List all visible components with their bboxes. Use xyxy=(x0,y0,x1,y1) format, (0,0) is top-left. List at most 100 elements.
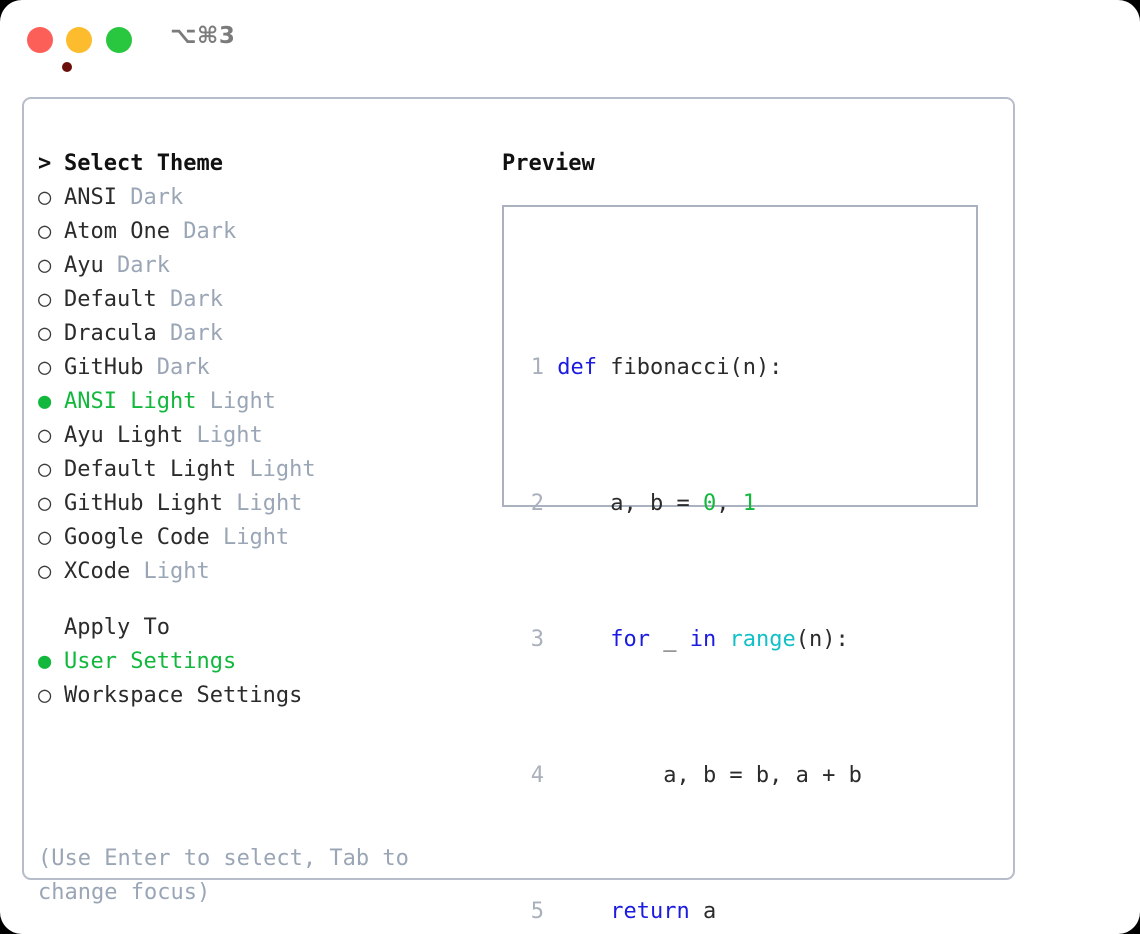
theme-picker-heading: > Select Theme xyxy=(38,147,498,181)
theme-variant-label: Dark xyxy=(130,185,184,210)
code-line: 4 a, b = b, a + b xyxy=(518,759,888,793)
theme-name: Default xyxy=(64,287,157,312)
theme-name: Atom One xyxy=(64,219,170,244)
theme-option-github-dark[interactable]: ○ GitHub Dark xyxy=(38,351,498,385)
theme-name: Ayu Light xyxy=(64,423,184,448)
code-line: 5 return a xyxy=(518,895,888,929)
apply-to-heading: Apply To xyxy=(38,611,498,645)
code-token: 0 xyxy=(702,491,717,516)
code-token: in xyxy=(689,627,717,652)
theme-variant-label: Dark xyxy=(183,219,237,244)
radio-selected-icon: ● xyxy=(38,389,65,414)
theme-option-ayu-light[interactable]: ○ Ayu Light Light xyxy=(38,419,498,453)
theme-option-xcode-light[interactable]: ○ XCode Light xyxy=(38,555,498,589)
apply-to-option-label: Workspace Settings xyxy=(64,683,303,708)
line-number: 5 xyxy=(530,899,544,924)
preview-box: 1 def fibonacci(n): 2 a, b = 0, 1 3 for … xyxy=(502,205,978,924)
code-token: def xyxy=(557,355,597,380)
theme-name: Dracula xyxy=(64,321,157,346)
theme-variant-label: Dark xyxy=(169,321,223,346)
code-token xyxy=(557,627,610,652)
theme-name: Default Light xyxy=(64,457,237,482)
code-line: 3 for _ in range(n): xyxy=(518,623,888,657)
recording-indicator-icon xyxy=(62,62,72,72)
close-button[interactable] xyxy=(27,27,72,72)
theme-option-default-light[interactable]: ○ Default Light Light xyxy=(38,453,498,487)
theme-variant-label: Light xyxy=(249,457,316,482)
theme-option-ansi-light[interactable]: ● ANSI Light Light xyxy=(38,385,498,419)
line-number: 2 xyxy=(530,491,544,516)
theme-option-ansi-dark[interactable]: ○ ANSI Dark xyxy=(38,181,498,215)
code-token xyxy=(716,627,729,652)
code-token: a, b = b, a + b xyxy=(557,763,862,788)
code-line: 2 a, b = 0, 1 xyxy=(518,487,888,521)
theme-option-google-code[interactable]: ○ Google Code Light xyxy=(38,521,498,555)
radio-unselected-icon: ○ xyxy=(38,321,65,346)
code-token: a, b = xyxy=(557,491,703,516)
theme-name: GitHub Light xyxy=(64,491,223,516)
theme-variant-label: Dark xyxy=(169,287,223,312)
theme-option-default-dark[interactable]: ○ Default Dark xyxy=(38,283,498,317)
theme-name: XCode xyxy=(64,559,131,584)
theme-name: Ayu xyxy=(64,253,104,278)
minimize-button[interactable] xyxy=(66,27,92,53)
theme-name: ANSI xyxy=(64,185,117,210)
code-token: 1 xyxy=(742,491,756,516)
preview-heading: Preview xyxy=(502,151,595,176)
radio-unselected-icon: ○ xyxy=(38,219,65,244)
radio-unselected-icon: ○ xyxy=(38,491,65,516)
section-spacer xyxy=(38,589,498,611)
line-number: 4 xyxy=(530,763,544,788)
theme-name: ANSI Light xyxy=(64,389,197,414)
radio-unselected-icon: ○ xyxy=(38,525,65,550)
theme-variant-label: Light xyxy=(196,423,263,448)
theme-name: Google Code xyxy=(64,525,210,550)
radio-unselected-icon: ○ xyxy=(38,683,65,708)
code-token: range xyxy=(729,627,796,652)
theme-variant-label: Dark xyxy=(156,355,210,380)
maximize-button[interactable] xyxy=(106,27,132,53)
keyboard-hint-text: (Use Enter to select, Tab to change focu… xyxy=(38,846,423,905)
radio-unselected-icon: ○ xyxy=(38,457,65,482)
theme-picker-column: > Select Theme ○ ANSI Dark ○ Atom One Da… xyxy=(38,147,498,713)
apply-to-option-user-settings[interactable]: ● User Settings xyxy=(38,645,498,679)
line-number: 3 xyxy=(530,627,544,652)
theme-variant-label: Light xyxy=(236,491,303,516)
apply-to-label: Apply To xyxy=(64,615,170,640)
code-token: return xyxy=(610,899,690,924)
theme-name: GitHub xyxy=(64,355,144,380)
theme-option-ayu-dark[interactable]: ○ Ayu Dark xyxy=(38,249,498,283)
code-sample: 1 def fibonacci(n): 2 a, b = 0, 1 3 for … xyxy=(518,249,888,934)
theme-variant-label: Dark xyxy=(117,253,170,278)
apply-to-option-workspace-settings[interactable]: ○ Workspace Settings xyxy=(38,679,498,713)
code-token: fibonacci(n): xyxy=(597,355,783,380)
radio-unselected-icon: ○ xyxy=(38,423,65,448)
window-titlebar: ⌥⌘3 xyxy=(0,0,1140,78)
theme-variant xyxy=(117,185,130,210)
radio-unselected-icon: ○ xyxy=(38,185,65,210)
preview-column: Preview 1 def fibonacci(n): 2 a, b = 0, … xyxy=(502,147,1002,924)
radio-selected-icon: ● xyxy=(38,649,65,674)
code-line: 1 def fibonacci(n): xyxy=(518,351,888,385)
radio-unselected-icon: ○ xyxy=(38,355,65,380)
code-token: a xyxy=(689,899,717,924)
theme-variant-label: Light xyxy=(222,525,290,550)
theme-variant-label: Light xyxy=(209,389,276,414)
code-token: , xyxy=(716,491,743,516)
line-number: 1 xyxy=(530,355,544,380)
radio-unselected-icon: ○ xyxy=(38,253,65,278)
page-title: Select Theme xyxy=(64,151,223,176)
radio-unselected-icon: ○ xyxy=(38,559,65,584)
apply-to-option-label: User Settings xyxy=(64,649,237,674)
content-panel: > Select Theme ○ ANSI Dark ○ Atom One Da… xyxy=(22,97,1015,924)
code-token: (n): xyxy=(795,627,849,652)
radio-unselected-icon: ○ xyxy=(38,287,65,312)
code-token: _ xyxy=(649,627,690,652)
keyboard-shortcut-label: ⌥⌘3 xyxy=(170,23,236,49)
theme-variant-label: Light xyxy=(143,559,210,584)
theme-option-dracula-dark[interactable]: ○ Dracula Dark xyxy=(38,317,498,351)
code-token xyxy=(557,899,610,924)
theme-option-github-light[interactable]: ○ GitHub Light Light xyxy=(38,487,498,521)
theme-option-atom-one-dark[interactable]: ○ Atom One Dark xyxy=(38,215,498,249)
